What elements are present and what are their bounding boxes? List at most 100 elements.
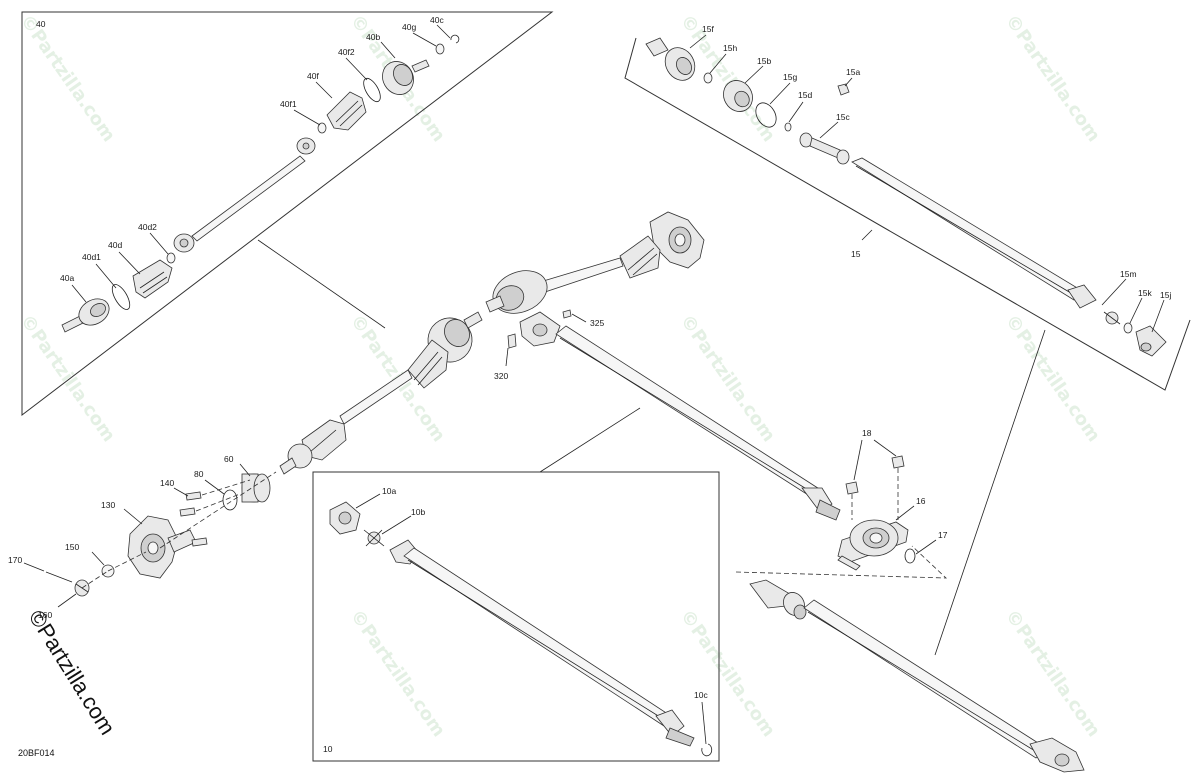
bolts-140: [179, 491, 208, 547]
label-15d: 15d: [798, 90, 812, 100]
label-10: 10: [323, 744, 333, 754]
label-40d1: 40d1: [82, 252, 101, 262]
center-prop-shaft-assembly: [505, 309, 841, 521]
label-15: 15: [851, 249, 861, 259]
shaft-10-assembly: [329, 493, 713, 757]
label-15m: 15m: [1120, 269, 1137, 279]
upper-shaft: [539, 257, 624, 293]
svg-text:©Partzilla.com: ©Partzilla.com: [1001, 11, 1104, 146]
cotter-pin-170: [45, 571, 73, 583]
clamp-40f1: [317, 122, 327, 134]
label-40d: 40d: [108, 240, 122, 250]
clamp-40d2: [166, 252, 176, 264]
tripod-joint-top: [296, 137, 316, 155]
boot-40d: [132, 259, 173, 299]
svg-text:©Partzilla.com: ©Partzilla.com: [1001, 606, 1104, 741]
labels-40: 40 40a 40d1 40d 40d2 40f1 40f 40f2 40b 4…: [36, 15, 444, 283]
label-325: 325: [590, 318, 604, 328]
rear-yoke: [1029, 737, 1085, 773]
label-15b: 15b: [757, 56, 771, 66]
label-15j: 15j: [1160, 290, 1171, 300]
labels-front: 60 80 140 130 150 170 160: [8, 454, 234, 620]
nut-15a: [837, 83, 850, 96]
label-40c: 40c: [430, 15, 444, 25]
front-drive-shaft-assembly: [23, 211, 705, 608]
bearing-60: [241, 473, 271, 503]
label-40d2: 40d2: [138, 222, 157, 232]
label-18: 18: [862, 428, 872, 438]
label-15k: 15k: [1138, 288, 1152, 298]
svg-text:©Partzilla.com: ©Partzilla.com: [346, 606, 449, 741]
label-15f: 15f: [702, 24, 714, 34]
frame-shaft-10: [312, 471, 720, 762]
label-40: 40: [36, 19, 46, 29]
label-60: 60: [224, 454, 234, 464]
svg-text:©Partzilla.com: ©Partzilla.com: [676, 311, 779, 446]
support-bearing-16: [837, 519, 909, 571]
tripod-joint: [173, 233, 195, 253]
labels-15: 15f 15h 15b 15g 15a 15d 15c 15 15m 15k 1…: [702, 24, 1171, 300]
circlip-17: [904, 548, 916, 564]
label-15a: 15a: [846, 67, 860, 77]
svg-text:©Partzilla.com: ©Partzilla.com: [1001, 311, 1104, 446]
label-40b: 40b: [366, 32, 380, 42]
cross-10b: [363, 529, 385, 547]
ring-15d: [784, 122, 792, 132]
front-yoke: [519, 311, 561, 347]
ring-40g: [435, 43, 445, 55]
tube-10: [403, 547, 675, 727]
yoke-15m: [1067, 284, 1097, 309]
splined-end: [801, 487, 841, 521]
cv-joint-40a: [61, 298, 110, 333]
center-tube: [555, 325, 825, 501]
label-16: 16: [916, 496, 926, 506]
bearing-15b: [723, 80, 753, 112]
label-10b: 10b: [411, 507, 425, 517]
label-40g: 40g: [402, 22, 416, 32]
wheel-hub-130: [127, 515, 197, 579]
oring-15g: [755, 102, 777, 128]
diagram-code: 20BF014: [18, 748, 55, 758]
svg-text:©Partzilla.com: ©Partzilla.com: [16, 11, 119, 146]
bolt-320: [507, 333, 517, 349]
label-130: 130: [101, 500, 115, 510]
nut-18-right: [891, 455, 905, 469]
boot-upper: [619, 235, 661, 279]
label-40f: 40f: [307, 71, 319, 81]
shaft-15c: [799, 132, 850, 165]
label-140: 140: [160, 478, 174, 488]
yoke-10a: [329, 501, 361, 535]
frame-prop-shaft-15: [624, 37, 1191, 656]
labels-bearing: 18 16 17: [862, 428, 948, 540]
rear-prop-shaft-assembly: [749, 579, 1085, 773]
yoke-15f: [645, 37, 696, 81]
watermark-layer: ©Partzilla.com ©Partzilla.com ©Partzilla…: [16, 11, 1104, 741]
middle-shaft: [339, 369, 413, 425]
circlip-10c: [701, 743, 713, 757]
nut-18-left: [845, 481, 859, 495]
clamp-40f2: [363, 77, 381, 103]
label-10c: 10c: [694, 690, 708, 700]
rear-front-end: [749, 579, 807, 620]
bolt-325: [562, 309, 572, 319]
clamp-40d1: [111, 284, 131, 310]
frame-drive-shaft-40: [21, 11, 554, 417]
circlip-40c: [450, 34, 460, 44]
axle-shaft: [191, 155, 306, 242]
ring-15h: [703, 72, 713, 84]
label-15h: 15h: [723, 43, 737, 53]
label-320: 320: [494, 371, 508, 381]
label-160: 160: [38, 610, 52, 620]
label-170: 170: [8, 555, 22, 565]
label-15c: 15c: [836, 112, 850, 122]
tube-10-end: [655, 709, 695, 747]
boot-middle: [407, 339, 449, 389]
cv-joint-40b: [382, 59, 430, 95]
brand-watermark: ©Partzilla.com: [24, 605, 121, 739]
label-40f1: 40f1: [280, 99, 297, 109]
label-17: 17: [938, 530, 948, 540]
labels-center: 325 320: [494, 318, 604, 381]
svg-text:©Partzilla.com: ©Partzilla.com: [676, 606, 779, 741]
